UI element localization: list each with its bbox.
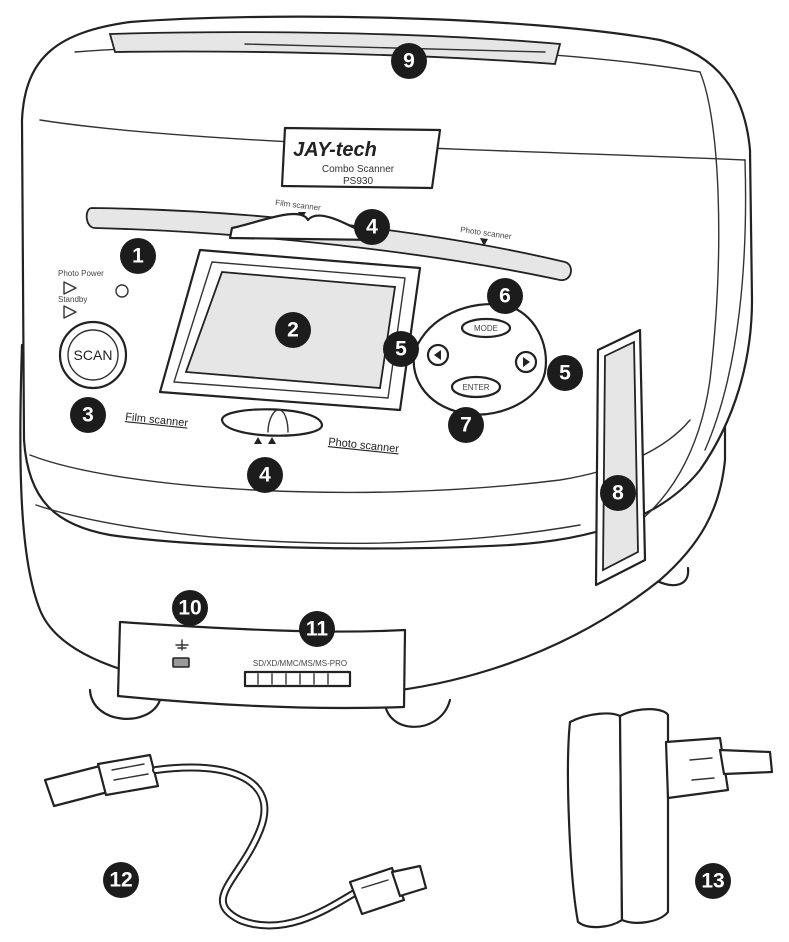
usb-port bbox=[172, 657, 190, 668]
led-top-icon bbox=[63, 281, 77, 295]
callout-3-number: 3 bbox=[82, 404, 94, 427]
scan-button-label: SCAN bbox=[74, 347, 113, 363]
brand-logo: JAY-tech bbox=[293, 139, 377, 161]
mode-button[interactable] bbox=[460, 317, 512, 339]
callout-1-number: 1 bbox=[132, 245, 144, 268]
enter-button[interactable] bbox=[450, 375, 502, 399]
usb-cable bbox=[43, 753, 428, 930]
brand-label: JAY-tech Combo Scanner PS930 bbox=[280, 126, 442, 190]
switch-right-arrow bbox=[268, 437, 276, 444]
callout-2-number: 2 bbox=[287, 319, 299, 342]
callout-11-number: 11 bbox=[306, 618, 329, 641]
callout-3: 3 bbox=[70, 397, 106, 433]
navigation-pad: MODE ENTER bbox=[412, 303, 548, 416]
callout-13-number: 13 bbox=[701, 870, 724, 893]
callout-2: 2 bbox=[275, 312, 311, 348]
ports-panel: SD/XD/MMC/MS/MS-PRO bbox=[116, 620, 407, 710]
callout-10-number: 10 bbox=[178, 597, 201, 620]
right-arrow-icon bbox=[523, 357, 530, 367]
callout-5b-number: 5 bbox=[559, 362, 571, 385]
card-slot-label: SD/XD/MMC/MS/MS-PRO bbox=[253, 659, 347, 668]
mode-button-label: MODE bbox=[474, 324, 498, 333]
callout-13: 13 bbox=[695, 863, 731, 899]
power-adapter bbox=[566, 708, 774, 929]
callout-6-number: 6 bbox=[499, 285, 511, 308]
enter-button-label: ENTER bbox=[462, 383, 489, 392]
callout-9-number: 9 bbox=[403, 50, 415, 73]
photo-scanner-top-arrow bbox=[480, 238, 488, 246]
callout-12-number: 12 bbox=[109, 869, 132, 892]
callout-10: 10 bbox=[172, 590, 208, 626]
callout-5a: 5 bbox=[383, 331, 419, 367]
power-indicator-icon bbox=[115, 284, 129, 298]
callout-7-number: 7 bbox=[460, 414, 472, 437]
side-slot bbox=[594, 328, 647, 587]
scan-button[interactable]: SCAN bbox=[58, 320, 128, 390]
led-top-label: Photo Power bbox=[58, 269, 104, 278]
top-film-slot bbox=[108, 31, 562, 65]
callout-11: 11 bbox=[299, 611, 335, 647]
led-bottom-icon bbox=[63, 305, 77, 319]
callout-4b-number: 4 bbox=[259, 464, 271, 487]
card-slot bbox=[243, 670, 352, 688]
callout-1: 1 bbox=[120, 238, 156, 274]
led-bottom-label: Standby bbox=[58, 295, 87, 304]
left-arrow-icon bbox=[434, 350, 441, 360]
usb-icon bbox=[175, 639, 189, 651]
callout-5a-number: 5 bbox=[395, 338, 407, 361]
callout-4b: 4 bbox=[247, 457, 283, 493]
callout-5b: 5 bbox=[547, 355, 583, 391]
brand-model-line1: Combo Scanner bbox=[322, 164, 395, 175]
callout-9: 9 bbox=[391, 43, 427, 79]
callout-6: 6 bbox=[487, 278, 523, 314]
switch-left-arrow bbox=[254, 437, 262, 444]
callout-8-number: 8 bbox=[612, 482, 624, 505]
callout-8: 8 bbox=[600, 475, 636, 511]
callout-12: 12 bbox=[103, 862, 139, 898]
brand-model-line2: PS930 bbox=[343, 176, 373, 187]
callout-7: 7 bbox=[448, 407, 484, 443]
status-leds: Photo Power Standby bbox=[58, 269, 129, 319]
callout-4a: 4 bbox=[354, 209, 390, 245]
callout-4a-number: 4 bbox=[366, 216, 378, 239]
